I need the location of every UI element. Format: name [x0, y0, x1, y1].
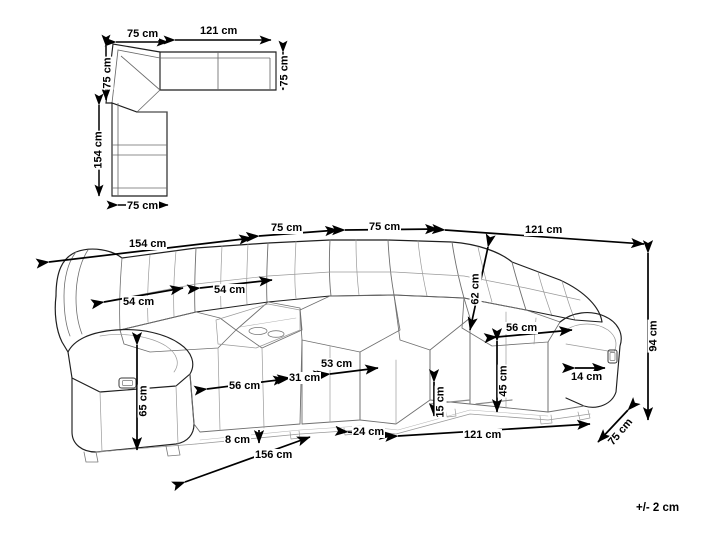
top-plan-view-geometry — [105, 43, 277, 197]
persp-dim-75-b: 75 cm — [368, 221, 402, 233]
persp-dim-154: 154 cm — [128, 238, 168, 250]
persp-dim-65: 65 cm — [137, 384, 150, 418]
recliner-control-button — [607, 349, 618, 364]
persp-dim-75-a: 75 cm — [270, 222, 304, 234]
perspective-dimension-lines — [35, 224, 654, 492]
persp-dim-54-a: 54 cm — [122, 296, 156, 308]
persp-dim-121-top: 121 cm — [524, 224, 564, 236]
plan-dim-75-top-left: 75 cm — [126, 28, 160, 40]
persp-dim-31: 31 cm — [288, 372, 322, 384]
persp-dim-54-b: 54 cm — [213, 284, 247, 296]
persp-dim-56-right: 56 cm — [505, 322, 539, 334]
plan-dim-75-bottom: 75 cm — [126, 200, 160, 212]
plan-dim-121-top: 121 cm — [199, 25, 239, 37]
tolerance-note: +/- 2 cm — [636, 502, 680, 514]
sofa-perspective-geometry — [54, 239, 622, 463]
persp-dim-156: 156 cm — [254, 449, 294, 461]
persp-dim-15: 15 cm — [434, 385, 447, 419]
persp-dim-94: 94 cm — [647, 319, 660, 353]
persp-dim-14: 14 cm — [570, 371, 604, 383]
plan-dimension-lines — [94, 34, 288, 210]
persp-dim-121-bottom: 121 cm — [463, 429, 503, 441]
persp-dim-53: 53 cm — [320, 358, 354, 370]
persp-dim-56-left: 56 cm — [228, 380, 262, 392]
persp-dim-8: 8 cm — [224, 434, 252, 446]
persp-dim-62: 62 cm — [469, 272, 482, 306]
plan-dim-154-left: 154 cm — [92, 130, 105, 170]
persp-dim-24: 24 cm — [352, 426, 386, 438]
persp-dim-45: 45 cm — [497, 364, 510, 398]
plan-dim-75-left-angle: 75 cm — [101, 56, 114, 90]
plan-dim-75-right-depth: 75 cm — [278, 54, 291, 88]
recliner-control-button — [118, 377, 137, 389]
